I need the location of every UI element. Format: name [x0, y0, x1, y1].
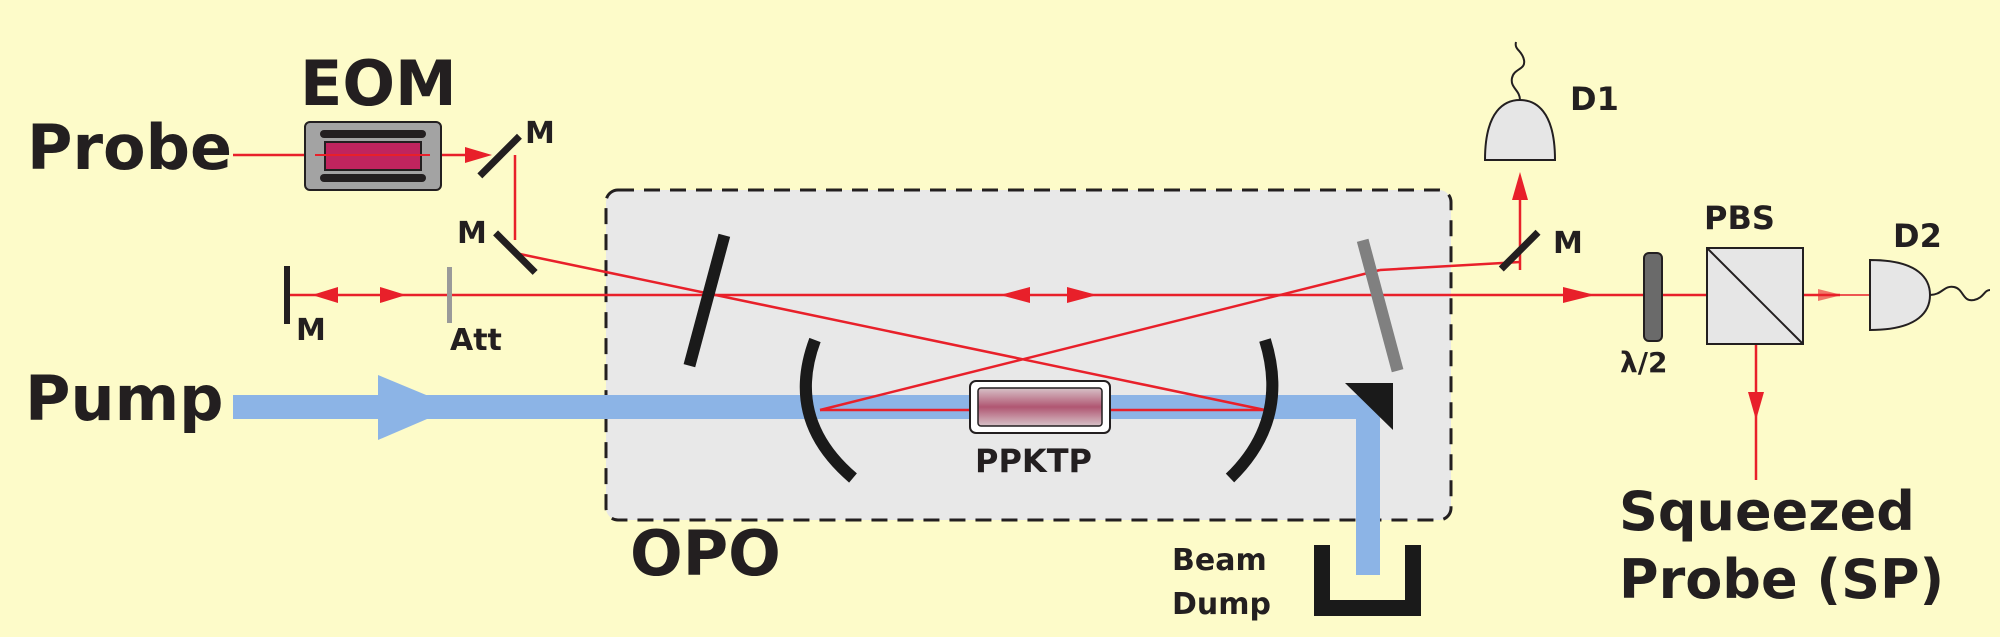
- mirrors: [284, 133, 1541, 324]
- label-eom: EOM: [300, 47, 457, 120]
- arrow-right-icon: [1563, 287, 1595, 303]
- arrow-right-icon: [380, 287, 406, 303]
- detector-d2: [1869, 258, 1991, 332]
- probe-arrowheads: [312, 147, 1842, 420]
- mirror-right: [1498, 229, 1541, 272]
- pbs-cube: [1706, 247, 1804, 345]
- ppktp-crystal: [977, 387, 1103, 427]
- label-opo: OPO: [630, 517, 781, 590]
- label-beam-dump-1: Beam: [1172, 543, 1267, 578]
- label-mirror-top-left: M: [525, 116, 555, 151]
- arrow-left-icon: [312, 287, 338, 303]
- arrow-left-icon: [1000, 287, 1030, 303]
- label-d2: D2: [1893, 217, 1942, 255]
- pump-pickoff-mirror: [1345, 383, 1393, 430]
- half-wave-plate: [1643, 252, 1663, 342]
- mirror-lower-left: [493, 230, 538, 275]
- eom-modulator: [304, 121, 442, 191]
- opo-optics: [683, 233, 1404, 483]
- pump-beam-vertical: [1356, 395, 1380, 575]
- cavity-mirror-left-flat: [683, 233, 731, 368]
- cavity-mirror-right-flat: [1356, 238, 1404, 373]
- label-probe: Probe: [27, 111, 232, 184]
- label-pbs: PBS: [1704, 199, 1775, 237]
- label-mirror-right: M: [1553, 226, 1583, 261]
- cable-icon: [1510, 41, 1526, 101]
- cavity-mirror-right-curved: [1225, 338, 1279, 483]
- attenuator: [447, 267, 452, 323]
- beam-dump: [1314, 545, 1421, 616]
- label-squeezed-2: Probe (SP): [1619, 548, 1944, 611]
- label-half-wave: λ/2: [1620, 346, 1667, 379]
- label-squeezed-1: Squeezed: [1619, 480, 1915, 543]
- cavity-mirror-left-curved: [799, 337, 857, 483]
- arrow-up-icon: [1512, 172, 1528, 200]
- pump-arrow-icon: [378, 375, 455, 440]
- label-pump: Pump: [25, 362, 224, 435]
- label-mirror-end: M: [296, 313, 326, 348]
- mirror-end: [284, 266, 290, 324]
- label-mirror-lower-left: M: [457, 216, 487, 251]
- label-att: Att: [450, 323, 502, 358]
- arrow-down-icon: [1748, 392, 1764, 420]
- arrow-right-icon: [1067, 287, 1097, 303]
- detector-d1: [1483, 41, 1557, 161]
- cable-icon: [1929, 285, 1991, 302]
- mirror-top-left: [477, 133, 522, 179]
- label-beam-dump-2: Dump: [1172, 587, 1271, 622]
- arrow-right-icon: [465, 147, 492, 163]
- label-ppktp: PPKTP: [975, 442, 1092, 480]
- arrow-right-icon: [1818, 289, 1842, 301]
- label-d1: D1: [1570, 80, 1619, 118]
